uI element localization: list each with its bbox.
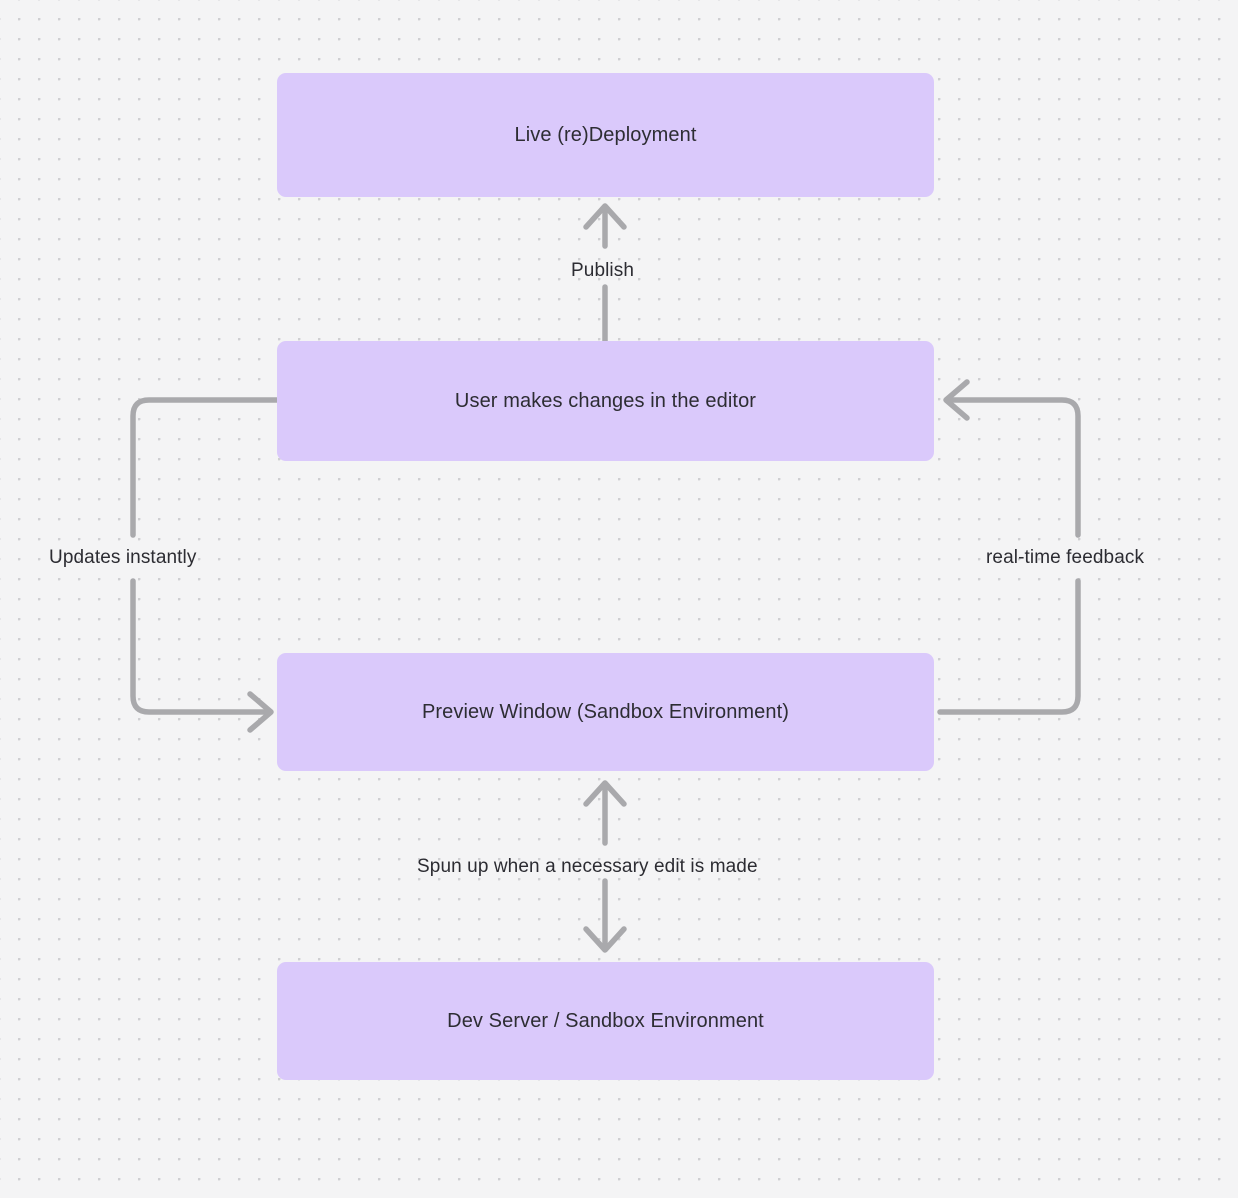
node-dev-server-sandbox-environment[interactable]: Dev Server / Sandbox Environment [277, 962, 934, 1080]
node-label: Preview Window (Sandbox Environment) [421, 701, 790, 723]
node-label: Live (re)Deployment [514, 124, 697, 146]
edge-label-real-time-feedback: real-time feedback [986, 547, 1145, 568]
node-label: User makes changes in the editor [454, 390, 757, 412]
edge-label-updates-instantly: Updates instantly [49, 547, 197, 568]
node-label: Dev Server / Sandbox Environment [447, 1010, 764, 1032]
node-live-redeployment[interactable]: Live (re)Deployment [277, 73, 934, 197]
node-user-makes-changes-in-the-editor[interactable]: User makes changes in the editor [277, 341, 934, 461]
edge-label-publish: Publish [571, 260, 635, 281]
node-preview-window-sandbox-environment[interactable]: Preview Window (Sandbox Environment) [277, 653, 934, 771]
edge-label-spun-up: Spun up when a necessary edit is made [417, 856, 758, 877]
